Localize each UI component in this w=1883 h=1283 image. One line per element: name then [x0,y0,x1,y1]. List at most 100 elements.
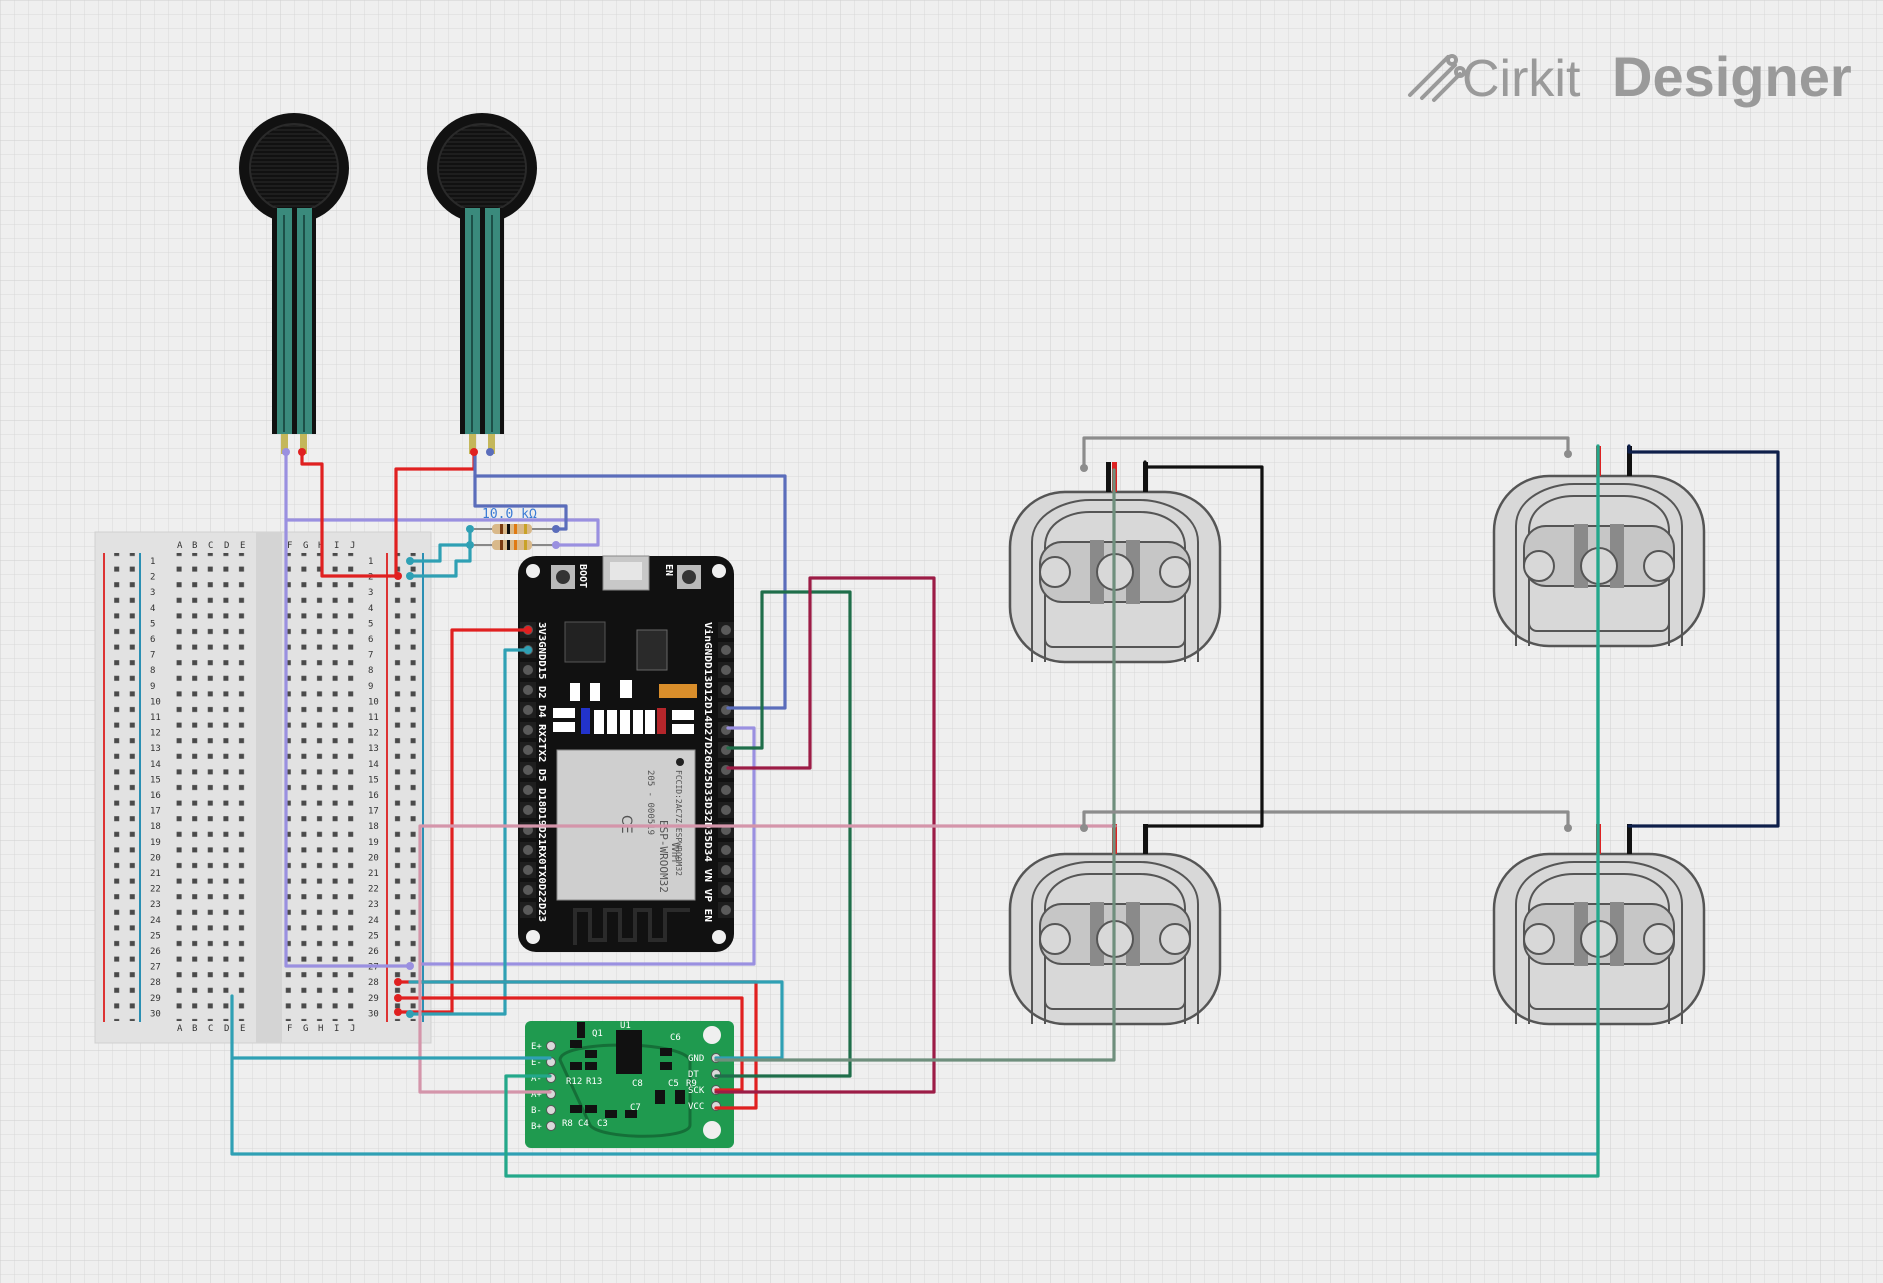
force-sensor-1[interactable] [239,113,349,454]
wire-teal-gnd[interactable] [408,648,530,1016]
row-label: 9 [368,682,373,692]
row-label: 9 [150,682,155,692]
row-label: 26 [368,947,379,957]
column-label: A [177,541,183,551]
esp32-pin-hole [523,745,533,755]
wire-teal-row2[interactable] [408,527,472,578]
cirkit-logo: Cirkit Designer [1408,45,1852,108]
row-label: 1 [368,557,373,567]
wire-blue-fsr2-d34[interactable] [473,452,787,710]
hx711-chip-label: U1 [620,1021,631,1031]
esp32-pin-hole [523,905,533,915]
esp32-pin-hole [721,865,731,875]
wire-green-d32[interactable] [714,590,852,1078]
hx711-part-label: R9 [686,1079,697,1089]
logo-prefix: Cirkit [1462,50,1581,108]
row-label: 19 [150,838,161,848]
wire-teal-row1[interactable] [408,543,472,563]
esp32-pin-hole [523,665,533,675]
hx711-left-pin-labels: E+E-A-A+B-B+ [531,1042,542,1132]
esp32-pin-hole [721,905,731,915]
wire-red-row29[interactable] [396,996,744,1092]
terminal-holes-left [172,553,251,1021]
column-label: F [287,1024,292,1034]
resistor-2[interactable] [474,540,560,550]
row-label: 22 [368,885,379,895]
wire-red-3v3[interactable] [396,628,530,1014]
wire-gray-bottom[interactable] [1082,810,1570,832]
hx711-pin-label: E- [531,1058,542,1068]
wire-navy-right[interactable] [1627,444,1780,828]
esp32-right-pin-labels: VinGNDD13D12D14D27D26D25D33D32D35D34 VN … [702,622,714,922]
row-label: 30 [368,1009,379,1019]
row-label: 3 [150,588,155,598]
hx711-pin-label: SCK [688,1086,705,1096]
row-label: 8 [368,666,373,676]
hx711-pin-label: GND [688,1054,704,1064]
wire-sage-aminus[interactable] [714,468,1116,1062]
row-label: 19 [368,838,379,848]
row-label: 15 [150,775,161,785]
row-label: 7 [368,651,373,661]
row-label: 28 [150,978,161,988]
row-label: 6 [368,635,373,645]
wire-seagreen-eminus[interactable] [504,444,1600,1178]
esp32-pin-hole [721,625,731,635]
esp32-pin-hole [721,805,731,815]
esp32-pin-headers[interactable] [520,622,734,918]
esp32-pin-hole [523,845,533,855]
esp32-board[interactable]: BOOT EN ESP-WROOM32 FCCID:2AC7Z-ESPWROOM… [518,555,734,952]
column-label: E [240,1024,245,1034]
wire-lavender-fsr1[interactable] [284,452,600,547]
antenna [573,908,690,945]
esp32-pin-hole [721,785,731,795]
resistor-1[interactable] [474,524,560,534]
row-label: 11 [368,713,379,723]
wire-teal-row28[interactable] [408,980,784,1060]
en-button[interactable] [677,565,701,589]
row-label: 25 [368,931,379,941]
row-label: 29 [368,994,379,1004]
row-label: 14 [368,760,379,770]
column-label: I [334,1024,339,1034]
wire-maroon-d25[interactable] [714,576,936,1094]
row-label: 26 [150,947,161,957]
led-red [657,708,666,734]
esp32-pin-hole [523,685,533,695]
boot-button[interactable] [551,565,575,589]
wire-red-fsr1[interactable] [300,452,400,578]
wire-lavender-d35[interactable] [418,726,756,966]
wire-blue-fsr2-res[interactable] [473,474,568,531]
hx711-part-label: R8 [562,1119,573,1129]
esp32-pin-hole [721,645,731,655]
hx711-part-label: C3 [597,1119,608,1129]
hx711-pin[interactable] [546,1041,556,1051]
row-label: 7 [150,651,155,661]
led-blue [581,708,590,734]
row-label: 22 [150,885,161,895]
esp32-pin-hole [523,785,533,795]
wire-black-left[interactable] [1143,460,1264,828]
row-label: 10 [150,697,161,707]
row-label: 14 [150,760,161,770]
row-label: 29 [150,994,161,1004]
en-label: EN [663,564,674,576]
smd-parts [553,680,694,734]
hx711-part-label: C6 [670,1033,681,1043]
hx711-part-label: R13 [586,1077,602,1087]
column-label: G [303,1024,308,1034]
hx711-pin[interactable] [546,1105,556,1115]
force-sensor-2[interactable] [427,113,537,454]
esp32-left-pin-labels: 3V3GNDD15 D2 D4 RX2TX2 D5 D18D19D21RX0TX… [536,622,547,922]
column-label: B [192,1024,197,1034]
wire-lavender-row27[interactable] [284,518,412,968]
wire-gray-top[interactable] [1082,436,1570,472]
wires [230,436,1780,1178]
wire-pink-aplus[interactable] [418,824,1117,1094]
rail-holes-left [108,553,139,1021]
hx711-pin[interactable] [546,1121,556,1131]
